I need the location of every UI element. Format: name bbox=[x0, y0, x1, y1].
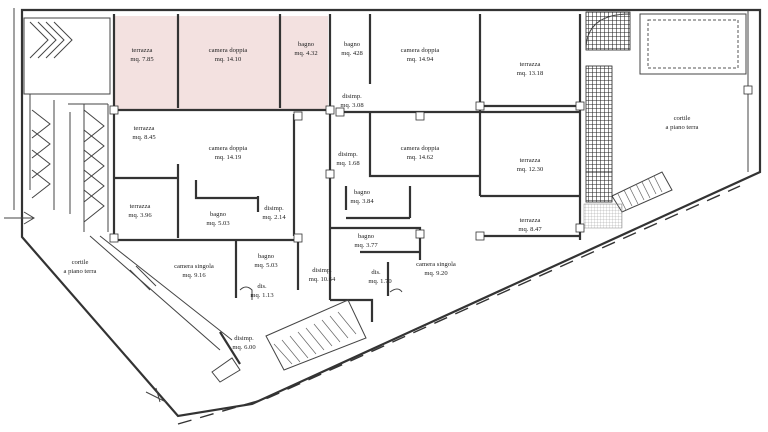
chevron-hatch-right bbox=[83, 109, 105, 223]
room-name: disimp. bbox=[342, 93, 362, 100]
grate-top bbox=[585, 11, 631, 51]
tile-area bbox=[583, 203, 623, 229]
room-name: camera singola bbox=[416, 261, 456, 268]
grate-vertical bbox=[585, 65, 613, 173]
stair-bottom bbox=[265, 299, 367, 371]
room-area: mq. 9.20 bbox=[424, 270, 448, 277]
wall-terrazza-847 bbox=[480, 194, 580, 238]
entry-arrow-icon bbox=[4, 211, 35, 225]
wall-camera-1462 bbox=[368, 112, 480, 178]
room-name: terrazza bbox=[132, 47, 153, 54]
room-name: dis. bbox=[257, 283, 267, 290]
highlighted-unit bbox=[114, 16, 328, 110]
stair-walls bbox=[29, 94, 71, 214]
room-name: disimp. bbox=[234, 335, 254, 342]
wall-bagno-377 bbox=[330, 226, 422, 260]
room-area: mq. 12.30 bbox=[517, 166, 544, 173]
corridor-steps-1 bbox=[129, 265, 157, 291]
wall-bagno-384 bbox=[344, 186, 412, 220]
room-area: mq. 8.45 bbox=[132, 134, 156, 141]
room-name: bagno bbox=[354, 189, 371, 196]
wall-bagno bbox=[194, 180, 260, 212]
stair-frame bbox=[68, 103, 109, 232]
room-name: terrazza bbox=[520, 61, 541, 68]
room-area: mq. 14.19 bbox=[215, 154, 242, 161]
room-area: mq. 1.70 bbox=[368, 278, 392, 285]
left-block bbox=[23, 17, 111, 95]
room-area: mq. 2.14 bbox=[262, 214, 286, 221]
room-area: mq. 3.84 bbox=[350, 198, 374, 205]
room-area: mq. 3.08 bbox=[340, 102, 364, 109]
wall-disimp-1064 bbox=[328, 240, 374, 322]
room-name: disimp. bbox=[338, 151, 358, 158]
room-area: mq. 10.64 bbox=[309, 276, 336, 283]
room-name: disimp. bbox=[312, 267, 332, 274]
room-area: mq. 6.00 bbox=[232, 344, 256, 351]
room-name: bagno bbox=[210, 211, 227, 218]
room-name: bagno bbox=[298, 41, 315, 48]
wall-disimp-600 bbox=[219, 331, 241, 365]
outer-wall bbox=[20, 8, 762, 418]
room-name: bagno bbox=[258, 253, 275, 260]
room-area: mq. 1.13 bbox=[250, 292, 274, 299]
room-name: camera doppia bbox=[401, 145, 440, 152]
room-name: terrazza bbox=[134, 125, 155, 132]
room-area: mq. 14.10 bbox=[215, 56, 242, 63]
room-area: mq. 5.03 bbox=[254, 262, 278, 269]
room-name: terrazza bbox=[130, 203, 151, 210]
room-area: mq. 14.62 bbox=[407, 154, 434, 161]
room-area: mq. 5.03 bbox=[206, 220, 230, 227]
room-name: disimp. bbox=[264, 205, 284, 212]
room-area: a piano terra bbox=[666, 124, 699, 131]
room-area: mq. 3.96 bbox=[128, 212, 152, 219]
stair-treads-bottom bbox=[273, 311, 357, 365]
room-name: cortile bbox=[72, 259, 89, 266]
room-name: camera singola bbox=[174, 263, 214, 270]
stair-landing bbox=[211, 357, 241, 383]
room-area: mq. 13.18 bbox=[517, 70, 544, 77]
room-name: bagno bbox=[358, 233, 375, 240]
room-area: mq. 7.85 bbox=[130, 56, 154, 63]
boundary-dashed-line bbox=[177, 185, 741, 425]
door-arc-dis bbox=[239, 286, 253, 300]
columns bbox=[109, 85, 753, 243]
room-name: cortile bbox=[674, 115, 691, 122]
grate-lower bbox=[585, 171, 613, 203]
chevron-hatch-left bbox=[31, 109, 51, 199]
stair-treads-right bbox=[617, 175, 663, 211]
room-name: camera doppia bbox=[209, 47, 248, 54]
wall-mid-left bbox=[114, 164, 180, 238]
room-area: mq. 8.47 bbox=[518, 226, 542, 233]
pool-inner bbox=[647, 19, 739, 69]
chevron-hatch-top bbox=[29, 21, 73, 59]
room-area: mq. 428 bbox=[341, 50, 363, 57]
door-arc-dis-170 bbox=[389, 288, 403, 293]
room-name: camera doppia bbox=[209, 145, 248, 152]
room-area: a piano terra bbox=[64, 268, 97, 275]
arch bbox=[585, 13, 631, 51]
room-name: dis. bbox=[371, 269, 381, 276]
pool-outer bbox=[639, 13, 747, 75]
room-name: bagno bbox=[344, 41, 361, 48]
entry-arrow-icon-bottom bbox=[145, 387, 167, 403]
room-name: terrazza bbox=[520, 157, 541, 164]
room-area: mq. 1.68 bbox=[336, 160, 360, 167]
room-name: terrazza bbox=[520, 217, 541, 224]
room-area: mq. 9.16 bbox=[182, 272, 206, 279]
room-area: mq. 3.77 bbox=[354, 242, 378, 249]
room-area: mq. 4.32 bbox=[294, 50, 317, 57]
corridor-lines bbox=[89, 235, 233, 351]
room-area: mq. 14.94 bbox=[407, 56, 434, 63]
room-name: camera doppia bbox=[401, 47, 440, 54]
